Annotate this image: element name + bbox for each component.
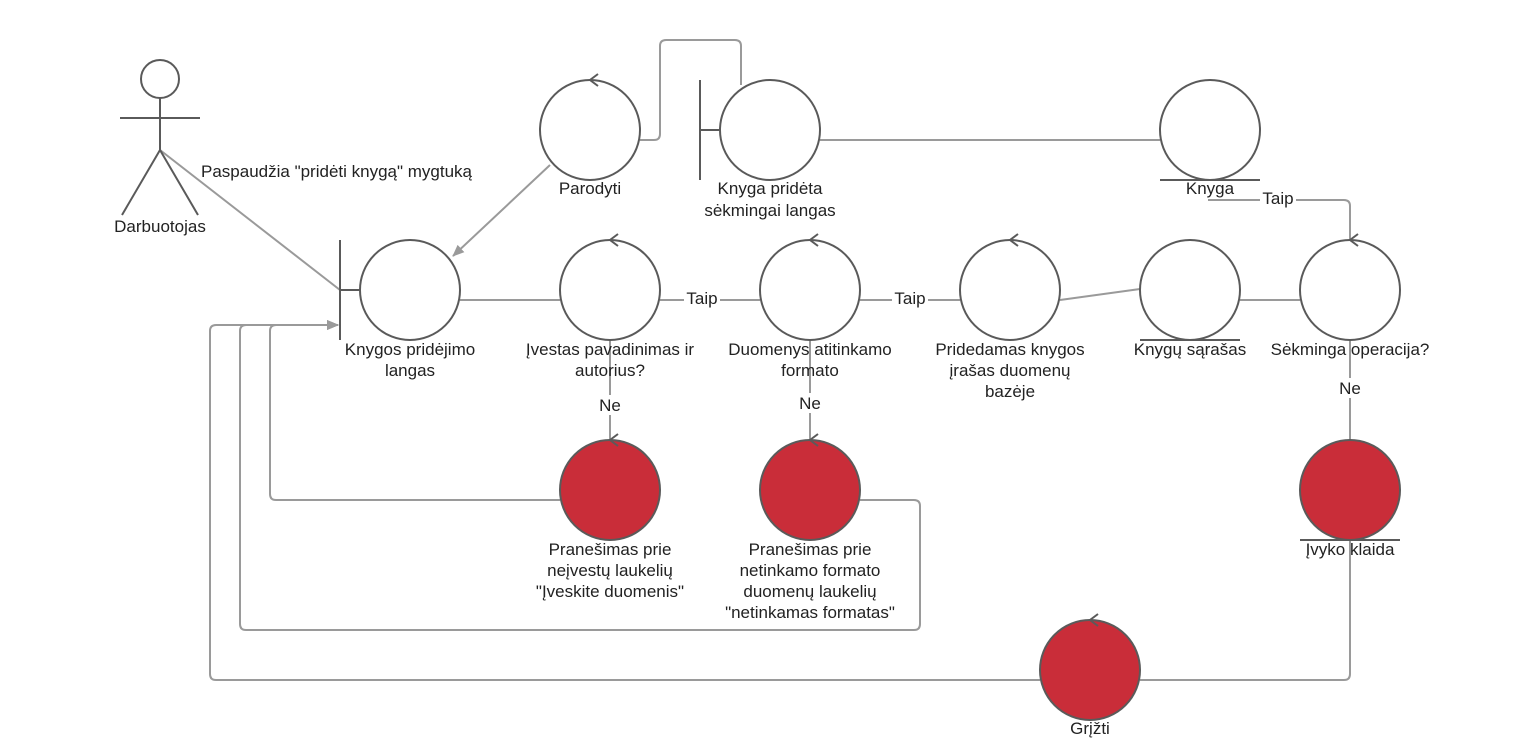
node-book-list: Knygų sąrašas [1134,239,1246,359]
edge-label-bg [1336,378,1364,398]
node-label-title-check-2: autorius? [575,361,645,380]
node-msg-empty-fields: Pranešimas prie neįvestų laukelių "Įvesk… [536,433,684,601]
control-arrow-mark [1088,613,1099,627]
node-label-add-record-3: bazėje [985,382,1035,401]
boundary-circle [359,239,461,341]
edge-label-no-1: Ne [599,396,621,415]
control-circle [559,439,661,541]
actor-head [140,59,180,99]
node-parodyti: Parodyti [539,73,641,198]
control-circle [959,239,1061,341]
control-arrow-mark [808,433,819,447]
edge-label-no-2: Ne [799,394,821,413]
node-label-knyga: Knyga [1186,179,1235,198]
node-error-occurred: Įvyko klaida [1299,439,1401,559]
control-arrow-mark [808,233,819,247]
control-circle [539,79,641,181]
control-arrow-mark [608,233,619,247]
edge-actor-to-add-window [159,149,341,291]
edge-label-bg [892,288,928,308]
node-label-msg-format-2: netinkamo formato [740,561,881,580]
node-label-msg-format-4: "netinkamas formatas" [725,603,895,622]
edge-return-to-add-window [209,320,1040,681]
node-label-return: Grįžti [1070,719,1110,738]
edge-label-actor-action: Paspaudžia "pridėti knygą" mygtuką [201,162,473,181]
control-circle [759,439,861,541]
node-label-add-record-1: Pridedamas knygos [935,340,1084,359]
node-format-check: Duomenys atitinkamo formato [728,233,892,380]
node-add-window: Knygos pridėjimo langas [339,239,475,380]
edge-label-bg [796,393,824,413]
boundary-circle [719,79,821,181]
node-success-check: Sėkminga operacija? [1271,233,1430,359]
node-label-add-window-2: langas [385,361,435,380]
node-success-window: Knyga pridėta sėkmingai langas [699,79,836,220]
node-label-msg-format-3: duomenų laukelių [743,582,876,601]
node-label-success-check: Sėkminga operacija? [1271,340,1430,359]
node-label-add-record-2: įrašas duomenų [950,361,1071,380]
control-arrow-mark [1008,233,1019,247]
entity-circle [1299,439,1401,541]
entity-circle [1159,79,1261,181]
edge-parodyti-to-add-window [452,164,551,257]
actor-right-leg [159,149,199,216]
actor-darbuotojas: Darbuotojas [114,59,206,236]
node-label-success-window-2: sėkmingai langas [704,201,835,220]
edge-labels: Paspaudžia "pridėti knygą" mygtuką Taip … [201,162,1364,415]
edge-add-record-to-book-list [1059,288,1141,301]
edge-label-bg [596,395,624,415]
node-label-format-check-1: Duomenys atitinkamo [728,340,891,359]
edge-msg-format-to-add-window [239,320,921,631]
node-label-parodyti: Parodyti [559,179,621,198]
node-knyga: Knyga [1159,79,1261,198]
actor-label: Darbuotojas [114,217,206,236]
entity-circle [1139,239,1241,341]
node-label-msg-empty-3: "Įveskite duomenis" [536,582,684,601]
edge-label-yes-1: Taip [686,289,717,308]
node-add-record: Pridedamas knygos įrašas duomenų bazėje [935,233,1085,401]
control-circle [1299,239,1401,341]
edge-label-yes-2: Taip [894,289,925,308]
node-title-author-check: Įvestas pavadinimas ir autorius? [526,233,695,380]
edge-error-to-return [1140,540,1351,681]
control-circle [759,239,861,341]
node-label-title-check-1: Įvestas pavadinimas ir [526,340,695,359]
control-arrow-mark [1348,233,1359,247]
node-return: Grįžti [1039,613,1141,738]
node-label-format-check-2: formato [781,361,839,380]
node-label-book-list: Knygų sąrašas [1134,340,1246,359]
edge-knyga-to-success-check [1208,199,1351,240]
control-circle [1039,619,1141,721]
actor-left-leg [121,149,161,216]
edge-label-bg [1260,188,1296,208]
node-label-msg-empty-1: Pranešimas prie [549,540,672,559]
control-arrow-mark [608,433,619,447]
edge-label-no-3: Ne [1339,379,1361,398]
node-label-add-window-1: Knygos pridėjimo [345,340,475,359]
control-circle [559,239,661,341]
node-label-msg-format-1: Pranešimas prie [749,540,872,559]
node-label-success-window-1: Knyga pridėta [718,179,823,198]
node-label-msg-empty-2: neįvestų laukelių [547,561,673,580]
node-label-error: Įvyko klaida [1306,540,1395,559]
edge-parodyti-to-success-window [640,39,742,141]
control-arrow-mark [588,73,599,87]
node-msg-bad-format: Pranešimas prie netinkamo formato duomen… [725,433,895,622]
edge-label-bg [684,288,720,308]
edge-label-yes-3: Taip [1262,189,1293,208]
